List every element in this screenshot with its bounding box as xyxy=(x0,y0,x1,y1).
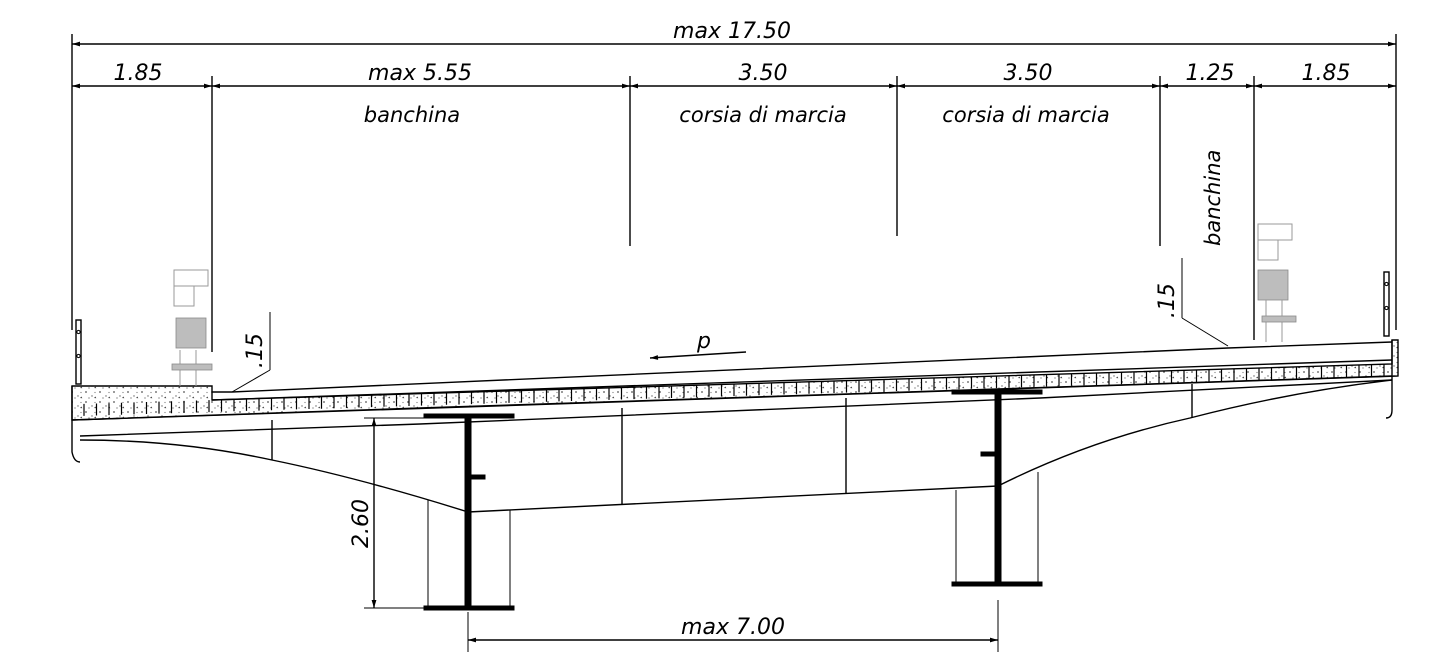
right-shoulder-label: banchina xyxy=(1201,150,1225,246)
girder-height-label: 2.60 xyxy=(349,499,374,548)
left-edge-post xyxy=(75,319,82,385)
lane-dimension-chain: 1.85 max 5.55 3.50 3.50 1.25 1.85 banchi… xyxy=(72,61,1396,352)
girder-spacing-label: max 7.00 xyxy=(681,615,785,640)
left-barrier xyxy=(171,269,213,386)
lane-2-dim: 3.50 xyxy=(1004,61,1053,86)
right-edge-post xyxy=(1383,271,1390,337)
left-shoulder-label: banchina xyxy=(364,103,460,127)
pavement-left-label: .15 xyxy=(243,333,268,368)
right-girder-top-flange xyxy=(951,389,1043,395)
right-girder-web xyxy=(994,393,1002,585)
lane-1-dim: 3.50 xyxy=(739,61,788,86)
lane-1-label: corsia di marcia xyxy=(679,103,846,127)
left-edge-dim: 1.85 xyxy=(114,61,163,86)
left-girder-top-flange xyxy=(423,413,515,419)
slab-reinforcement xyxy=(83,364,1385,416)
overall-dimension: max 17.50 xyxy=(71,19,1397,330)
right-shoulder-dim: 1.25 xyxy=(1186,61,1235,86)
girder-spacing-dimension: max 7.00 xyxy=(467,600,999,652)
steel-structure xyxy=(79,379,1393,611)
left-girder-bottom-flange xyxy=(423,605,515,611)
right-girder-bottom-flange xyxy=(951,581,1043,587)
deck-slab xyxy=(71,339,1399,463)
slope-indicator: p xyxy=(649,329,747,360)
overall-width-label: max 17.50 xyxy=(673,19,791,44)
pavement-callout-right: .15 xyxy=(1155,258,1229,347)
lane-2-label: corsia di marcia xyxy=(942,103,1109,127)
girder-height-dimension: 2.60 xyxy=(349,417,424,609)
pavement-callout-left: .15 xyxy=(231,312,271,393)
pavement-right-label: .15 xyxy=(1155,283,1180,318)
right-barrier xyxy=(1257,223,1297,342)
left-girder-web xyxy=(464,417,472,609)
right-edge-dim: 1.85 xyxy=(1302,61,1351,86)
slope-label: p xyxy=(696,329,711,354)
left-shoulder-dim: max 5.55 xyxy=(368,61,472,86)
